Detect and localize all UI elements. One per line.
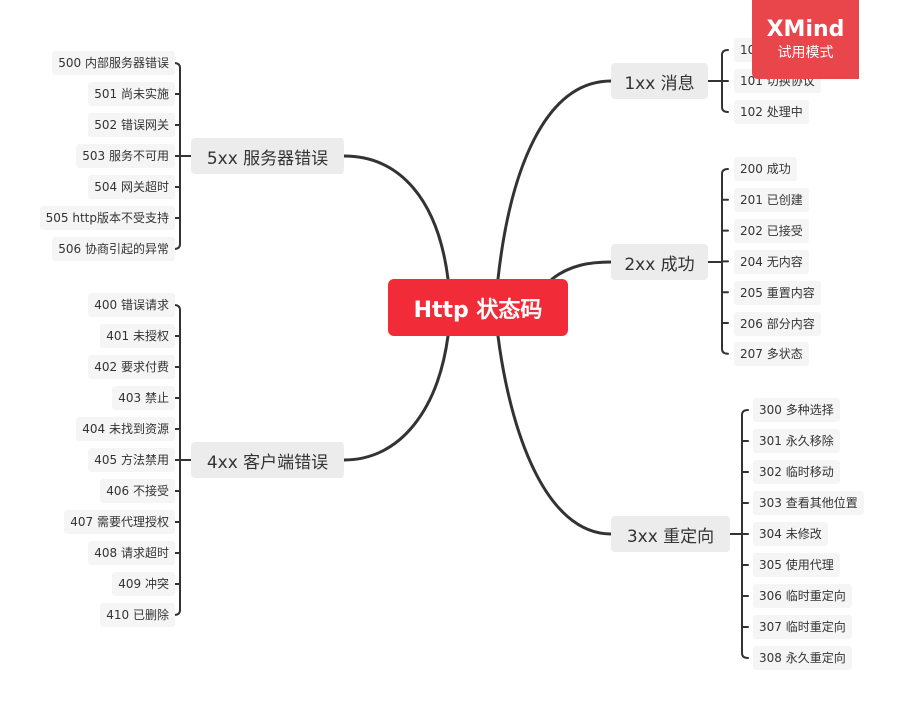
link-root-2xx <box>550 260 613 281</box>
leaf-206[interactable]: 206 部分内容 <box>734 312 821 336</box>
leaf-501[interactable]: 501 尚未实施 <box>88 82 175 106</box>
xmind-trial-badge: XMind 试用模式 <box>752 0 859 79</box>
leaf-506[interactable]: 506 协商引起的异常 <box>52 237 175 261</box>
leaf-207[interactable]: 207 多状态 <box>734 342 809 366</box>
leaf-500[interactable]: 500 内部服务器错误 <box>52 51 175 75</box>
leaf-407[interactable]: 407 需要代理授权 <box>64 510 175 534</box>
leaf-307[interactable]: 307 临时重定向 <box>753 615 852 639</box>
leaf-302[interactable]: 302 临时移动 <box>753 460 840 484</box>
watermark-name: XMind <box>766 16 845 42</box>
leaf-503[interactable]: 503 服务不可用 <box>76 144 175 168</box>
leaf-403[interactable]: 403 禁止 <box>112 386 175 410</box>
leaf-505[interactable]: 505 http版本不受支持 <box>39 206 175 230</box>
watermark-mode: 试用模式 <box>777 44 834 61</box>
leaf-409[interactable]: 409 冲突 <box>112 572 175 596</box>
leaf-405[interactable]: 405 方法禁用 <box>88 448 175 472</box>
leaf-406[interactable]: 406 不接受 <box>100 479 175 503</box>
leaf-408[interactable]: 408 请求超时 <box>88 541 175 565</box>
leaf-303[interactable]: 303 查看其他位置 <box>753 491 864 515</box>
leaf-204[interactable]: 204 无内容 <box>734 250 809 274</box>
branch-4xx[interactable]: 4xx 客户端错误 <box>191 442 344 478</box>
leaf-400[interactable]: 400 错误请求 <box>88 293 175 317</box>
leaf-502[interactable]: 502 错误网关 <box>88 113 175 137</box>
leaf-200[interactable]: 200 成功 <box>734 157 797 181</box>
leaf-301[interactable]: 301 永久移除 <box>753 429 840 453</box>
leaf-304[interactable]: 304 未修改 <box>753 522 828 546</box>
branch-2xx[interactable]: 2xx 成功 <box>611 244 708 280</box>
leaf-205[interactable]: 205 重置内容 <box>734 281 821 305</box>
leaf-504[interactable]: 504 网关超时 <box>88 175 175 199</box>
leaf-308[interactable]: 308 永久重定向 <box>753 646 852 670</box>
leaf-410[interactable]: 410 已删除 <box>100 603 175 627</box>
link-root-1xx <box>496 79 613 281</box>
leaf-404[interactable]: 404 未找到资源 <box>76 417 175 441</box>
link-root-5xx <box>342 154 450 281</box>
leaf-202[interactable]: 202 已接受 <box>734 219 809 243</box>
branch-1xx[interactable]: 1xx 消息 <box>611 63 708 99</box>
link-root-4xx <box>342 334 450 462</box>
leaf-401[interactable]: 401 未授权 <box>100 324 175 348</box>
leaf-201[interactable]: 201 已创建 <box>734 188 809 212</box>
leaf-300[interactable]: 300 多种选择 <box>753 398 840 422</box>
link-root-3xx <box>496 334 613 536</box>
leaf-402[interactable]: 402 要求付费 <box>88 355 175 379</box>
root-node[interactable]: Http 状态码 <box>388 279 568 336</box>
branch-3xx[interactable]: 3xx 重定向 <box>611 516 730 552</box>
leaf-102[interactable]: 102 处理中 <box>734 100 809 124</box>
leaf-306[interactable]: 306 临时重定向 <box>753 584 852 608</box>
branch-5xx[interactable]: 5xx 服务器错误 <box>191 138 344 174</box>
leaf-305[interactable]: 305 使用代理 <box>753 553 840 577</box>
